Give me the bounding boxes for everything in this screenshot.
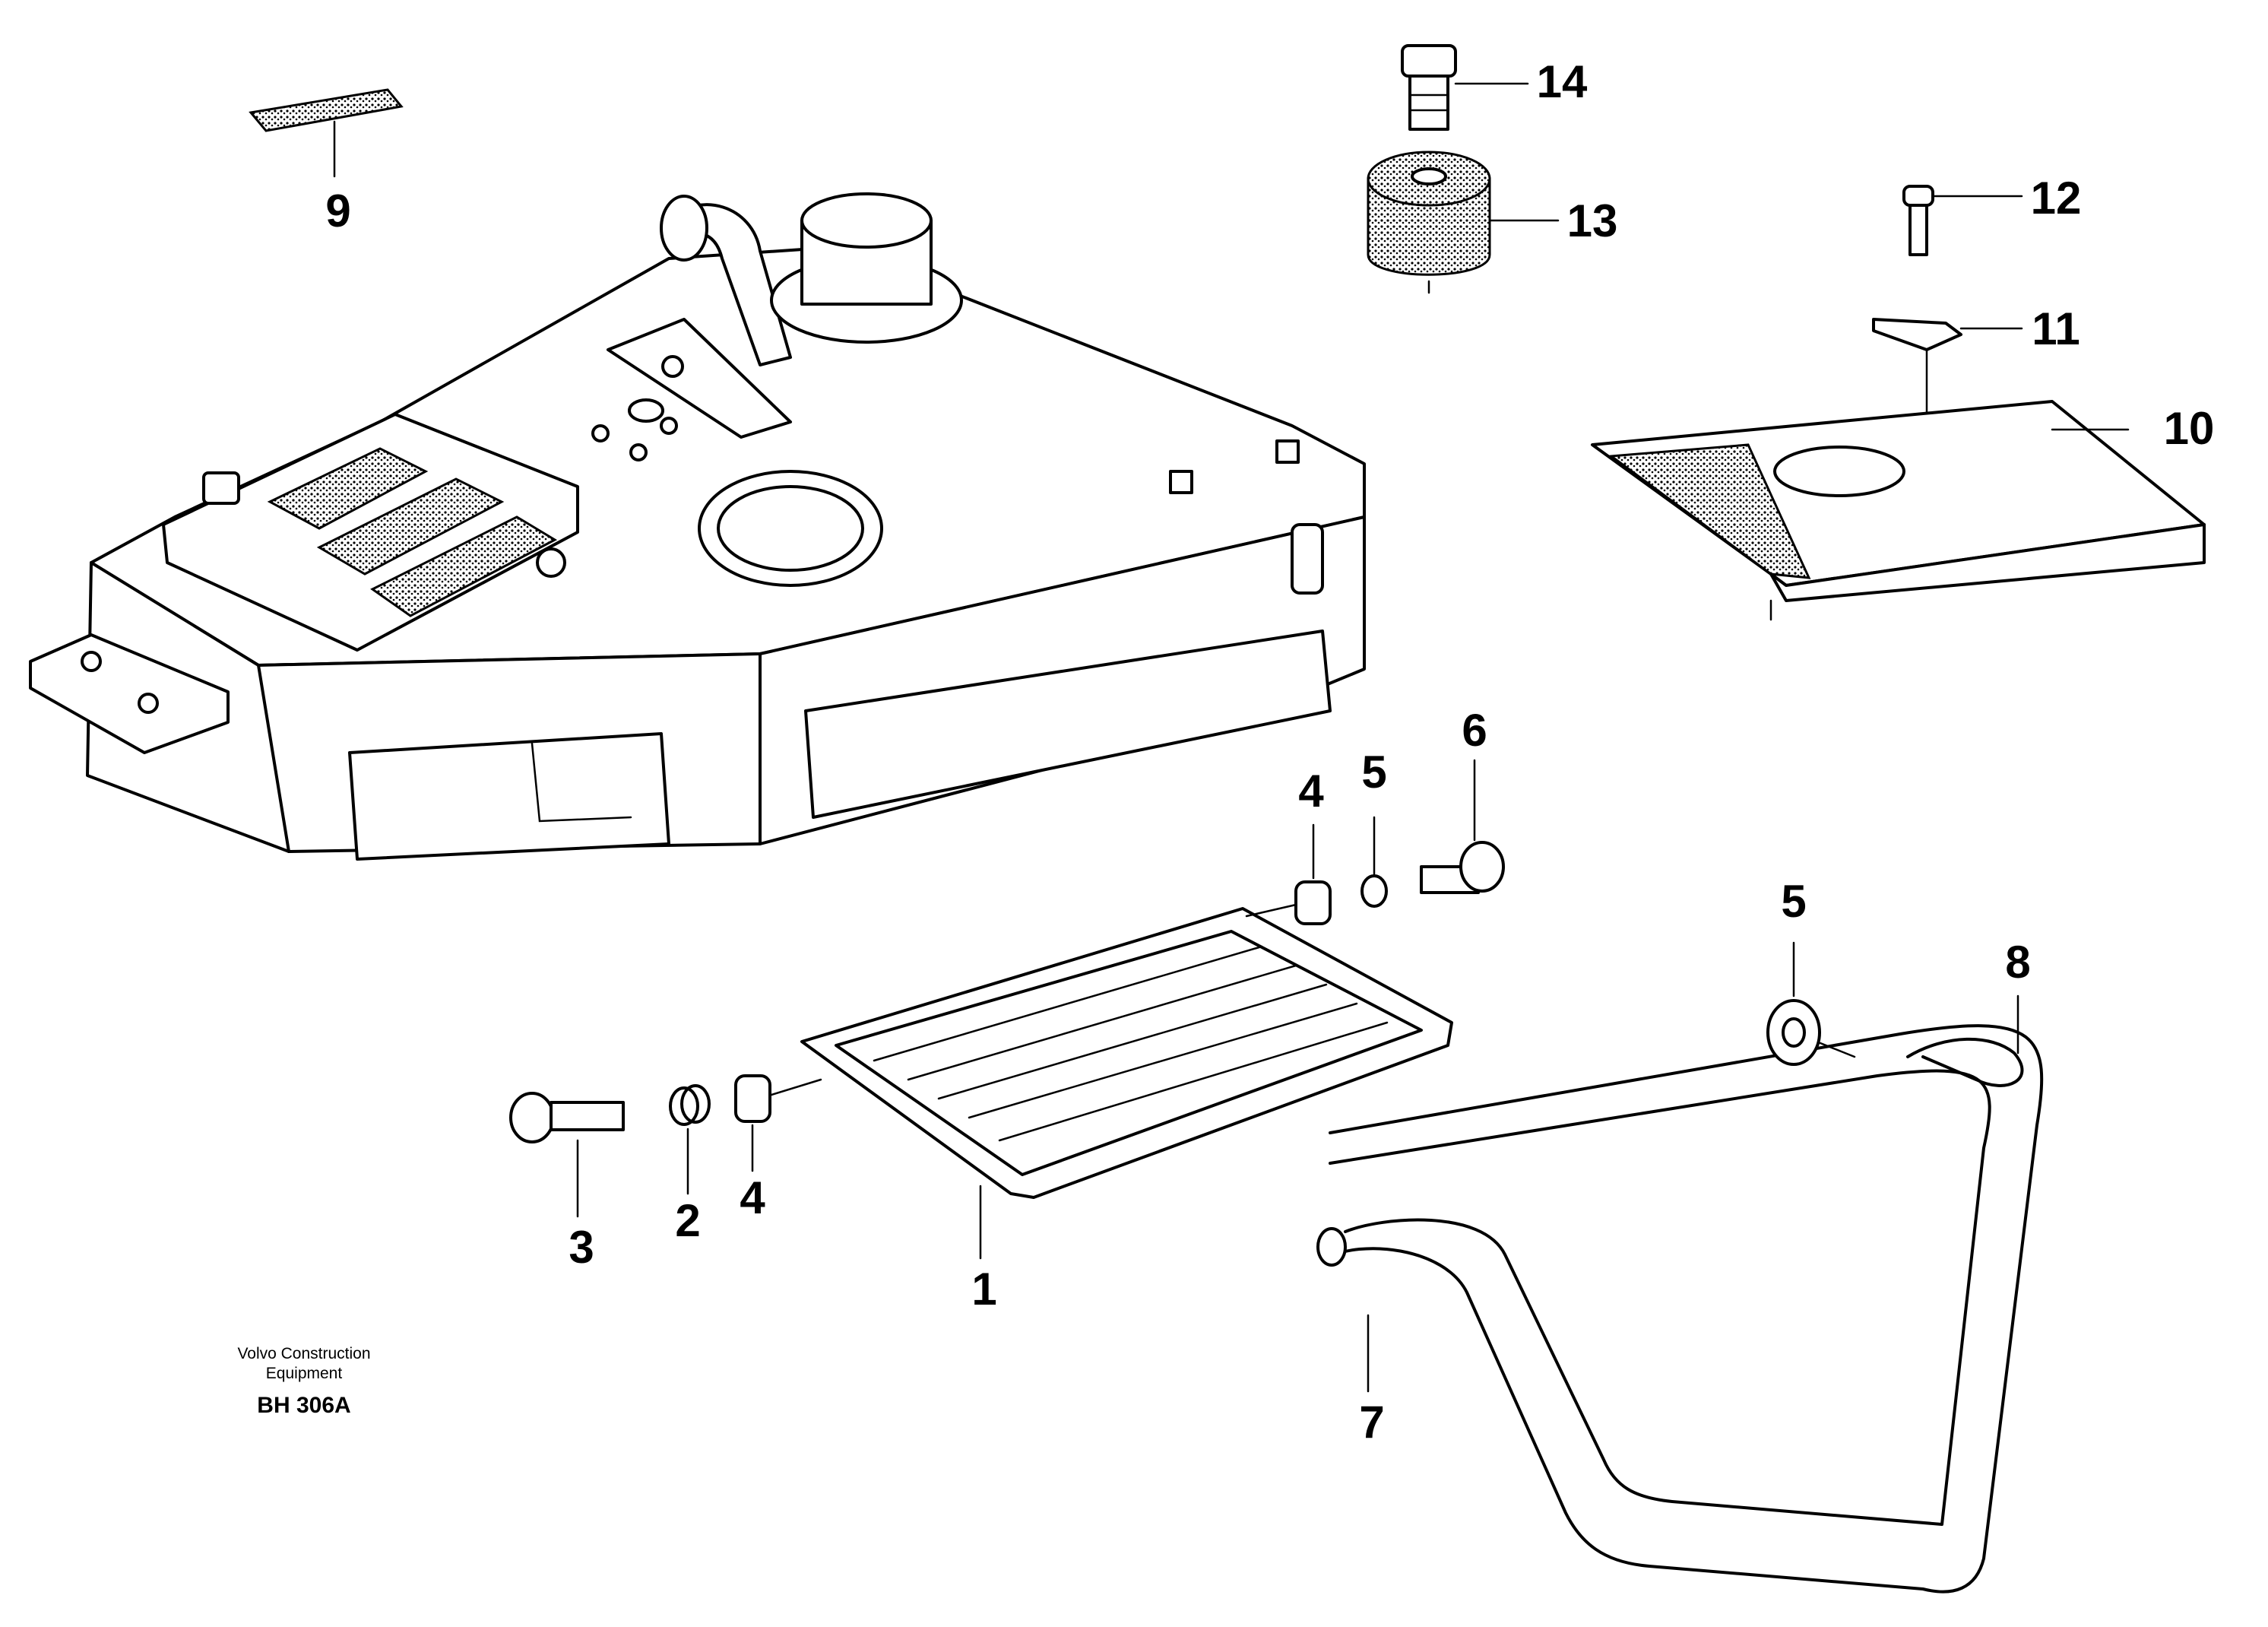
part-7-handrail bbox=[1316, 1024, 2044, 1594]
callout-7: 7 bbox=[1359, 1397, 1384, 1448]
part-6-bolt-right bbox=[1420, 759, 1505, 894]
callout-4-left: 4 bbox=[740, 1172, 765, 1223]
part-10-floor-mat bbox=[1591, 400, 2206, 621]
part-8-linch-pin bbox=[1906, 994, 2024, 1087]
drawing-code: BH 306A bbox=[257, 1393, 351, 1418]
callout-13: 13 bbox=[1567, 195, 1618, 246]
part-12-screw bbox=[1902, 185, 2023, 256]
callout-4-right: 4 bbox=[1298, 766, 1324, 817]
part-1-step bbox=[800, 907, 1453, 1260]
callout-labels: 1 2 3 4 4 5 5 6 7 8 9 10 11 12 13 14 bbox=[325, 56, 2214, 1448]
callout-10: 10 bbox=[2164, 403, 2215, 454]
part-5-washer-handrail bbox=[1766, 941, 1856, 1066]
part-4-bushing-left bbox=[734, 1074, 822, 1172]
callout-8: 8 bbox=[2005, 937, 2030, 988]
callout-1: 1 bbox=[971, 1264, 996, 1315]
part-4-bushing-right bbox=[1245, 823, 1332, 925]
callout-5-handrail: 5 bbox=[1781, 876, 1806, 927]
caption-company: Volvo Construction Equipment bbox=[190, 1344, 418, 1384]
main-housing bbox=[29, 192, 1366, 861]
callout-5-right: 5 bbox=[1361, 747, 1386, 798]
part-5-washer-right bbox=[1360, 816, 1388, 908]
callout-11: 11 bbox=[2032, 303, 2080, 354]
part-3-bolt-left bbox=[509, 1092, 625, 1218]
callout-3: 3 bbox=[569, 1222, 594, 1273]
part-2-spring-washer bbox=[669, 1084, 711, 1195]
callout-2: 2 bbox=[675, 1195, 700, 1246]
part-9-decal bbox=[249, 88, 404, 178]
part-14-bolt bbox=[1401, 44, 1529, 131]
caption-company-line2: Equipment bbox=[265, 1365, 343, 1382]
callout-6: 6 bbox=[1462, 705, 1487, 756]
caption-company-line1: Volvo Construction bbox=[237, 1345, 371, 1362]
callout-9: 9 bbox=[325, 186, 350, 236]
part-13-rubber-mount bbox=[1367, 151, 1560, 294]
callout-14: 14 bbox=[1537, 56, 1588, 107]
callout-12: 12 bbox=[2031, 173, 2082, 224]
